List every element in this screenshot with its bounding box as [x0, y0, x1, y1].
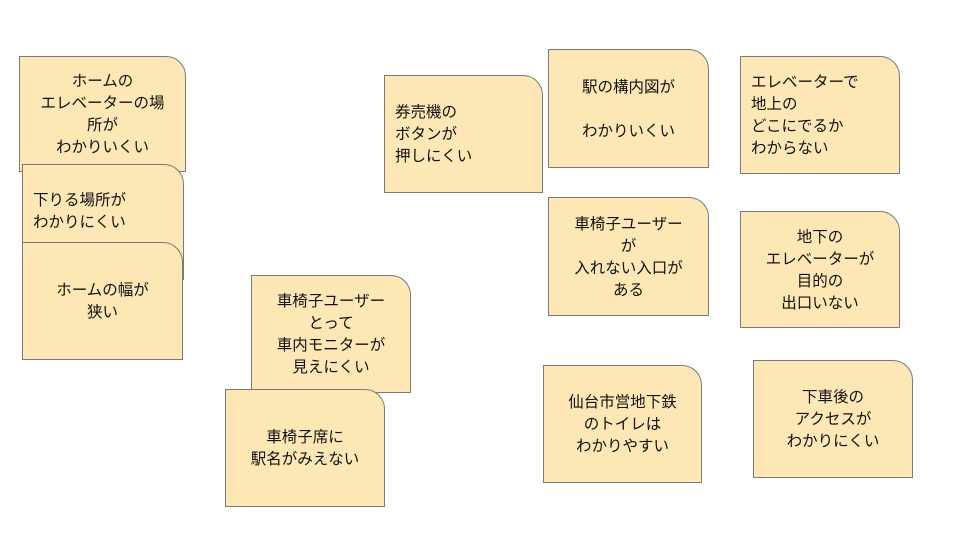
- note-text: 仙台市営地下鉄 のトイレは わかりやすい: [568, 393, 677, 455]
- sticky-note-underground-elevator-exit[interactable]: 地下の エレベーターが 目的の 出口いない: [740, 211, 900, 328]
- sticky-note-wheelchair-seat-station-name[interactable]: 車椅子席に 駅名がみえない: [225, 389, 385, 507]
- sticky-note-station-map[interactable]: 駅の構内図が わかりいくい: [548, 49, 709, 168]
- note-text: 車椅子ユーザー が 入れない入口が ある: [574, 214, 683, 299]
- note-text: エレベーターで 地上の どこにでるか わからない: [751, 73, 859, 157]
- note-text: 券売機の ボタンが 押しにくい: [395, 103, 473, 165]
- sticky-note-elevator-ground-exit[interactable]: エレベーターで 地上の どこにでるか わからない: [740, 56, 900, 174]
- sticky-note-access-after-alighting[interactable]: 下車後の アクセスが わかりにくい: [753, 360, 913, 478]
- sticky-note-ticket-machine-buttons[interactable]: 券売機の ボタンが 押しにくい: [384, 75, 543, 193]
- sticky-note-wheelchair-entrance[interactable]: 車椅子ユーザー が 入れない入口が ある: [548, 197, 709, 316]
- sticky-note-sendai-subway-toilet[interactable]: 仙台市営地下鉄 のトイレは わかりやすい: [543, 365, 702, 483]
- sticky-note-home-elevator-location[interactable]: ホームの エレベーターの場 所が わかりいくい: [19, 56, 186, 172]
- note-text: ホームの エレベーターの場 所が わかりいくい: [40, 72, 165, 156]
- note-text: 下車後の アクセスが わかりにくい: [786, 388, 880, 450]
- sticky-note-platform-narrow[interactable]: ホームの幅が 狭い: [22, 242, 183, 360]
- note-text: 車椅子席に 駅名がみえない: [250, 428, 360, 468]
- note-text: 地下の エレベーターが 目的の 出口いない: [765, 227, 875, 312]
- sticky-note-wheelchair-monitor[interactable]: 車椅子ユーザー とって 車内モニターが 見えにくい: [251, 275, 411, 393]
- note-text: 下りる場所が わかりにくい: [33, 191, 127, 231]
- note-text: 駅の構内図が わかりいくい: [581, 77, 675, 140]
- note-text: ホームの幅が 狭い: [56, 281, 149, 321]
- note-text: 車椅子ユーザー とって 車内モニターが 見えにくい: [276, 292, 386, 376]
